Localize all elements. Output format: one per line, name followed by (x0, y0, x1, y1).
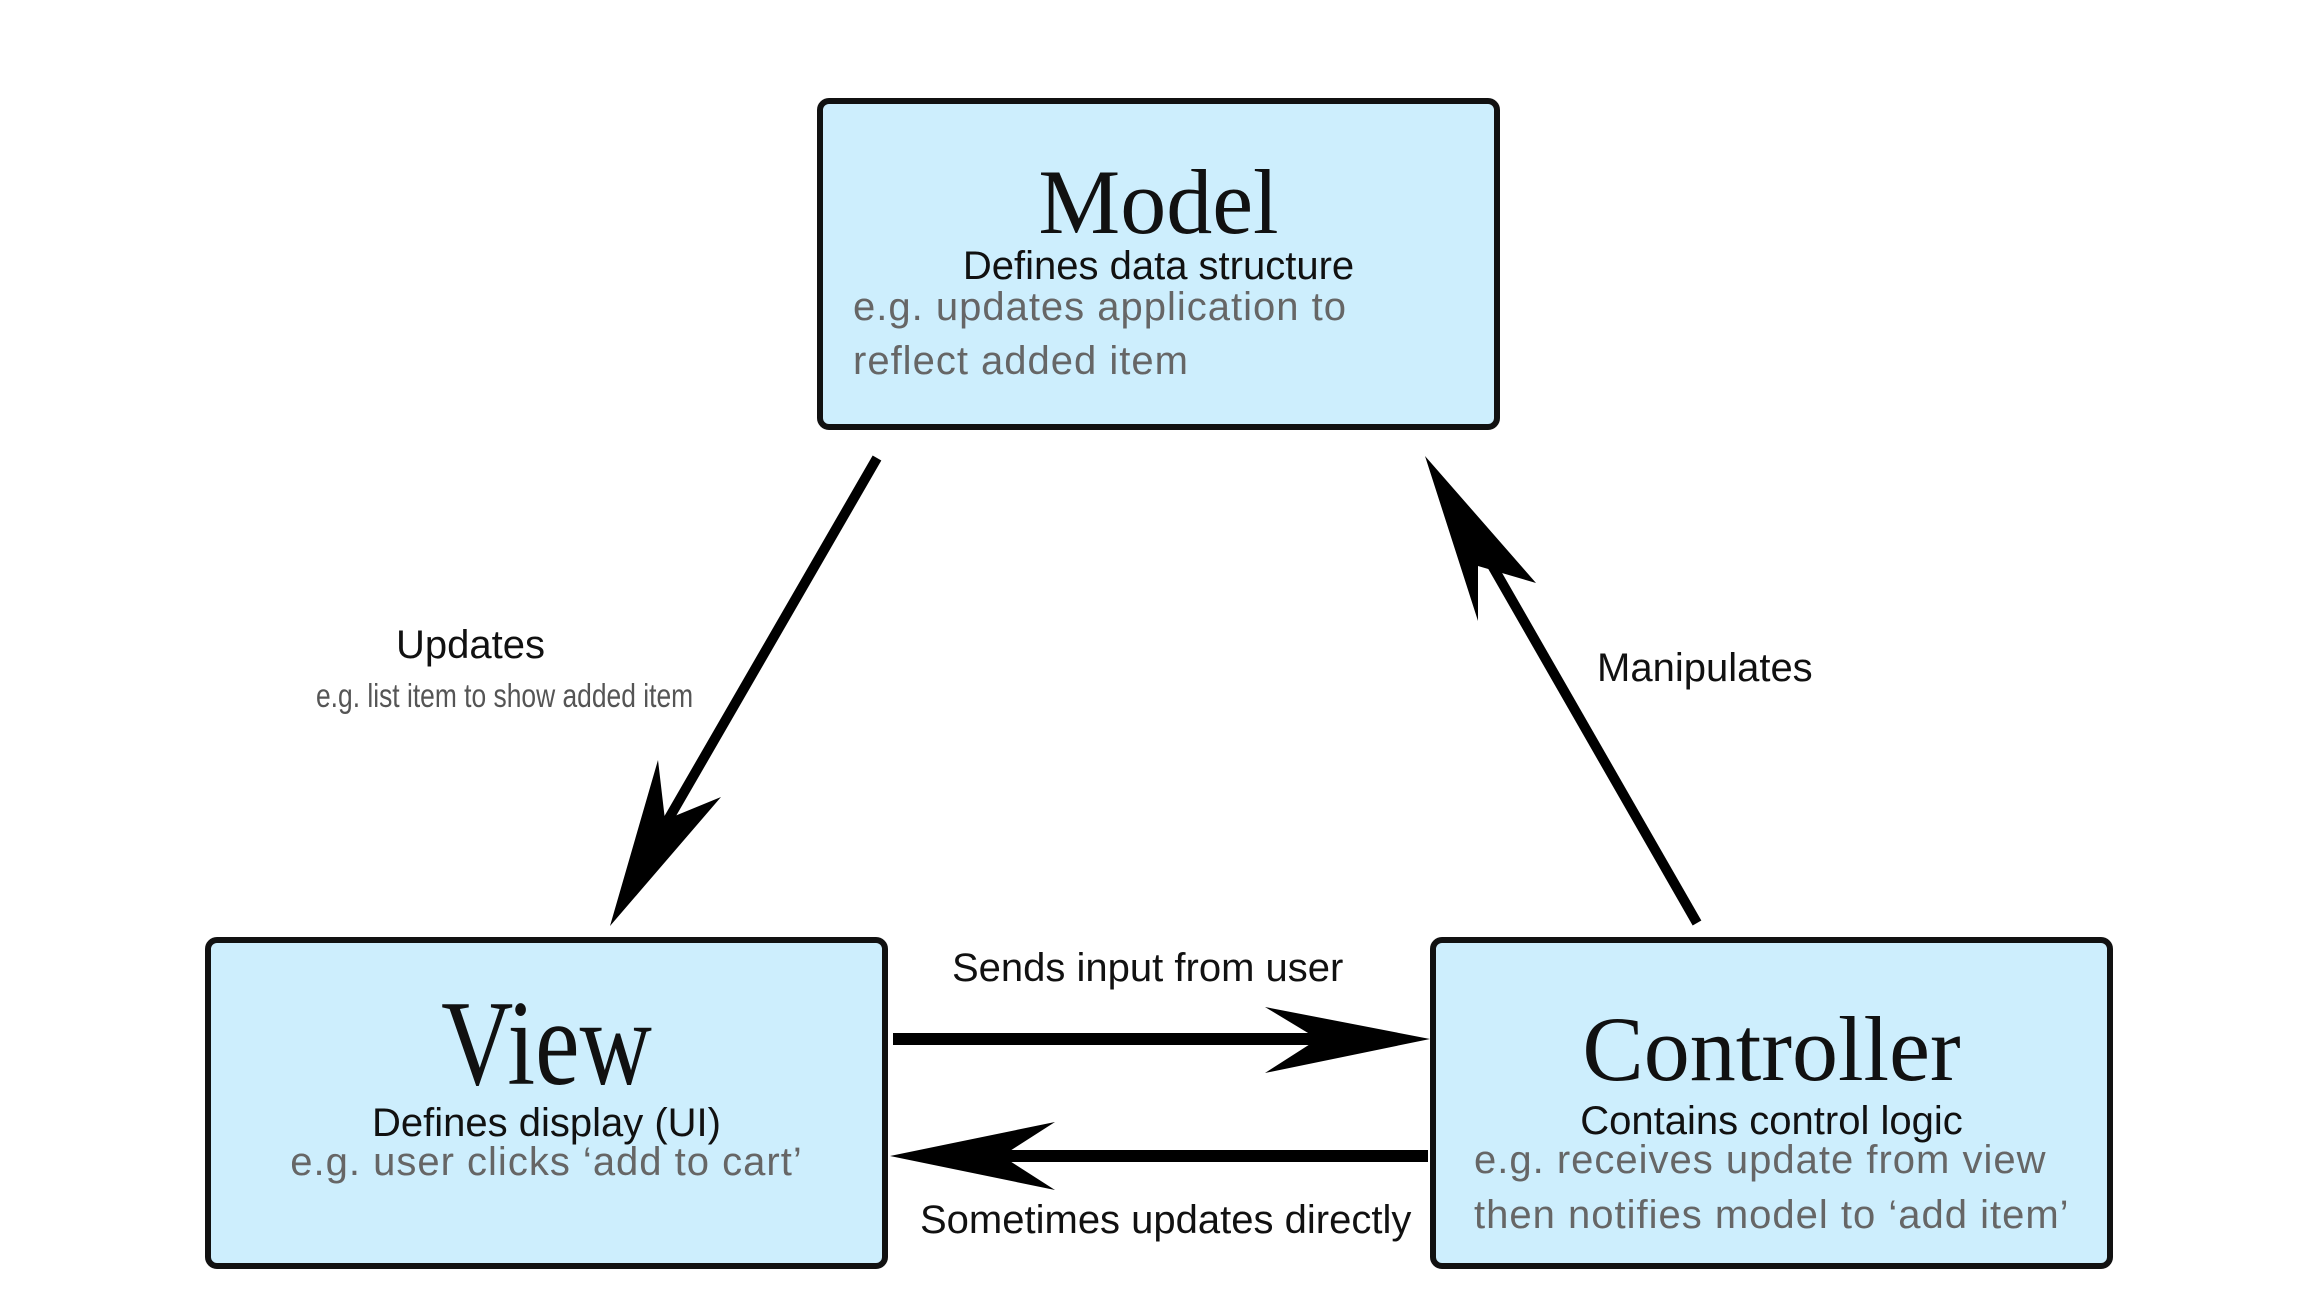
arrow-controller-to-view (890, 1122, 1428, 1190)
arrow-view-to-controller (893, 1007, 1430, 1073)
model-box: Model Defines data structure e.g. update… (817, 98, 1500, 430)
controller-title: Controller (1582, 998, 1961, 1100)
arrow-controller-to-model (1425, 456, 1702, 926)
sometimes-updates-label: Sometimes updates directly (920, 1198, 1412, 1242)
controller-subtitle: Contains control logic (1580, 1099, 1963, 1143)
view-title: View (441, 976, 652, 1111)
controller-example-line-2: then notifies model to ‘add item’ (1474, 1193, 2070, 1237)
arrow-model-to-view (610, 455, 882, 926)
manipulates-label: Manipulates (1597, 646, 1813, 690)
updates-example-note: e.g. list item to show added item (316, 677, 694, 714)
view-subtitle: Defines display (UI) (371, 1101, 721, 1145)
sends-input-label: Sends input from user (952, 946, 1344, 990)
updates-label: Updates (396, 623, 545, 667)
controller-example-line-1: e.g. receives update from view (1474, 1138, 2047, 1182)
view-box: View Defines display (UI) e.g. user clic… (205, 937, 888, 1269)
model-title: Model (1038, 151, 1279, 253)
controller-box: Controller Contains control logic e.g. r… (1430, 937, 2113, 1269)
model-example: e.g. updates application to reflect adde… (853, 285, 1348, 383)
model-subtitle: Defines data structure (962, 244, 1355, 288)
view-example: e.g. user clicks ‘add to cart’ (290, 1140, 803, 1184)
